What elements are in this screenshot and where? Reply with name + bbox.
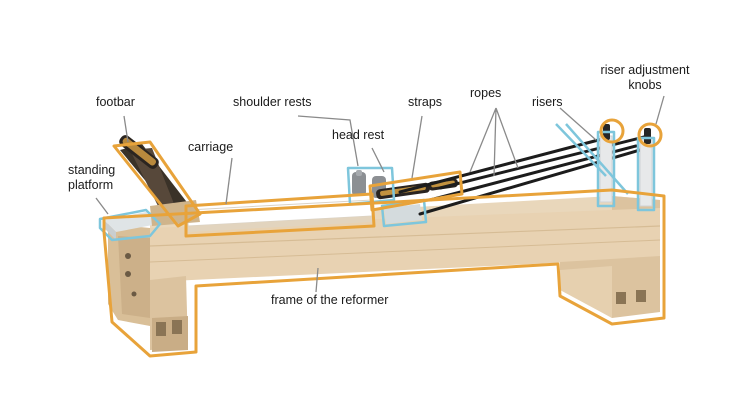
label-footbar: footbar [96,95,135,109]
label-riser-knobs-line2: knobs [628,78,662,92]
label-standing-platform-line1: standing [68,163,116,177]
label-shoulder-rests: shoulder rests [233,95,312,109]
label-riser-adjustment-knobs: riser adjustment knobs [590,63,700,93]
label-head-rest: head rest [332,128,385,142]
label-standing-platform-line2: platform [68,178,114,192]
label-carriage: carriage [188,140,234,154]
label-riser-knobs-line1: riser adjustment [600,63,690,77]
orange-outlines [102,118,666,358]
label-standing-platform: standing platform [68,163,115,193]
leader-lines [95,95,665,293]
label-frame: frame of the reformer [271,293,389,307]
head-rest [384,204,422,224]
label-risers: risers [532,95,563,109]
label-straps: straps [408,95,443,109]
label-ropes: ropes [470,86,502,100]
